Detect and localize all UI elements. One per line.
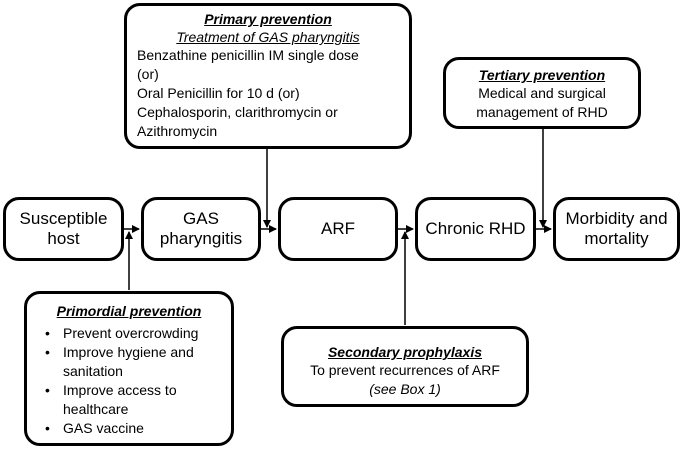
tertiary-prevention-box: Tertiary prevention Medical and surgical… bbox=[443, 57, 641, 129]
tertiary-line: Medical and surgical bbox=[478, 85, 606, 101]
primordial-prevention-title: Primordial prevention bbox=[56, 303, 202, 319]
list-item: Improve access to healthcare bbox=[45, 381, 203, 419]
chronic-rhd-box: Chronic RHD bbox=[415, 197, 536, 261]
primary-line: Cephalosporin, clarithromycin or bbox=[137, 104, 338, 120]
tertiary-line: management of RHD bbox=[476, 104, 608, 120]
primary-prevention-subtitle: Treatment of GAS pharyngitis bbox=[176, 29, 360, 45]
list-item: Prevent overcrowding bbox=[45, 324, 225, 343]
primordial-prevention-box: Primordial prevention Prevent overcrowdi… bbox=[24, 291, 234, 446]
gas-pharyngitis-box: GAS pharyngitis bbox=[141, 197, 261, 261]
susceptible-host-box: Susceptible host bbox=[3, 197, 124, 261]
primary-line: Oral Penicillin for 10 d (or) bbox=[137, 85, 300, 101]
primary-line: Benzathine penicillin IM single dose bbox=[137, 47, 359, 63]
list-item: GAS vaccine bbox=[45, 419, 225, 438]
primary-line: (or) bbox=[137, 66, 159, 82]
primary-prevention-box: Primary prevention Treatment of GAS phar… bbox=[124, 3, 412, 149]
tertiary-prevention-title: Tertiary prevention bbox=[478, 67, 606, 83]
secondary-prophylaxis-title: Secondary prophylaxis bbox=[327, 344, 483, 360]
secondary-line: To prevent recurrences of ARF bbox=[310, 362, 500, 378]
morbidity-mortality-box: Morbidity and mortality bbox=[553, 197, 680, 261]
list-item: Improve hygiene and sanitation bbox=[45, 343, 213, 381]
secondary-note: (see Box 1) bbox=[369, 381, 441, 397]
primary-prevention-title: Primary prevention bbox=[204, 11, 332, 27]
primordial-list: Prevent overcrowding Improve hygiene and… bbox=[33, 324, 225, 438]
morbidity-mortality-label: Morbidity and mortality bbox=[565, 209, 668, 248]
arf-label: ARF bbox=[321, 219, 355, 238]
arf-box: ARF bbox=[278, 197, 398, 261]
gas-pharyngitis-label: GAS pharyngitis bbox=[159, 209, 243, 248]
chronic-rhd-label: Chronic RHD bbox=[425, 219, 526, 238]
secondary-prophylaxis-box: Secondary prophylaxis To prevent recurre… bbox=[281, 326, 529, 407]
susceptible-host-label: Susceptible host bbox=[19, 209, 108, 248]
primary-line: Azithromycin bbox=[137, 123, 218, 139]
